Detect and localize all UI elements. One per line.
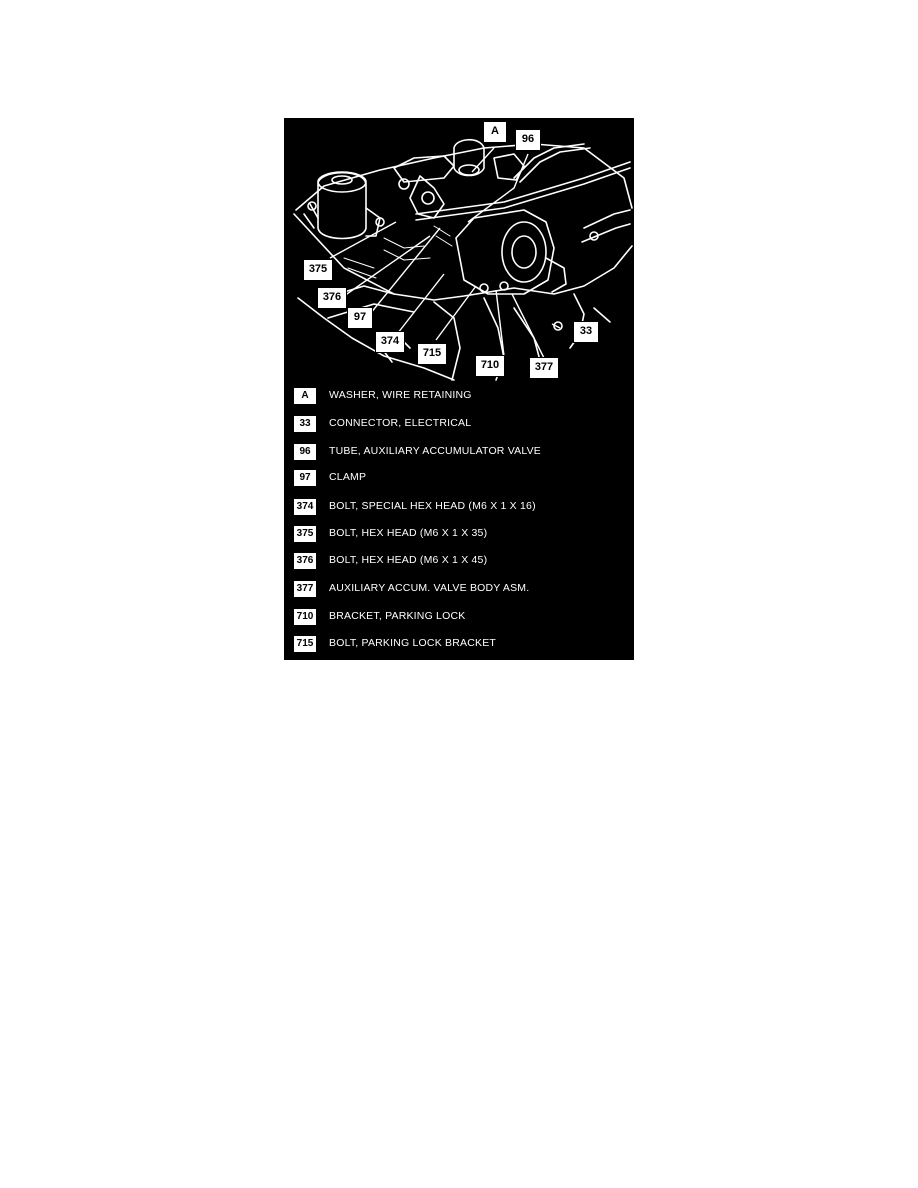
legend-text: BOLT, HEX HEAD (M6 X 1 X 45) (329, 554, 488, 566)
legend-text: TUBE, AUXILIARY ACCUMULATOR VALVE (329, 445, 542, 457)
legend-code: 376 (292, 551, 318, 571)
legend-code: 375 (292, 524, 318, 544)
legend-row: 375 BOLT, HEX HEAD (M6 X 1 X 35) (292, 524, 632, 548)
legend-code: 96 (292, 442, 318, 462)
legend-row: 715 BOLT, PARKING LOCK BRACKET (292, 634, 632, 658)
legend-text: CLAMP (329, 471, 367, 483)
callout-33: 33 (573, 321, 599, 343)
callout-96: 96 (515, 129, 541, 151)
legend-row: 96 TUBE, AUXILIARY ACCUMULATOR VALVE (292, 442, 632, 466)
transmission-line-art (293, 138, 633, 381)
leader-line-377 (511, 293, 545, 359)
legend-code: 710 (292, 607, 318, 627)
callout-715: 715 (417, 343, 447, 365)
auxiliary-tube (415, 161, 631, 215)
leader-line-710 (495, 289, 505, 357)
legend-text: BOLT, SPECIAL HEX HEAD (M6 X 1 X 16) (329, 500, 536, 512)
legend-code: 97 (292, 468, 318, 488)
legend-text: BRACKET, PARKING LOCK (329, 610, 466, 622)
legend-row: 97 CLAMP (292, 468, 632, 492)
legend-code: 377 (292, 579, 318, 599)
legend-text: CONNECTOR, ELECTRICAL (329, 417, 472, 429)
legend-code: 715 (292, 634, 318, 654)
leader-line-375 (329, 221, 397, 259)
leader-line-715 (435, 285, 477, 341)
legend-text: BOLT, HEX HEAD (M6 X 1 X 35) (329, 527, 488, 539)
legend-text: AUXILIARY ACCUM. VALVE BODY ASM. (329, 582, 530, 594)
leader-line-33 (551, 323, 561, 329)
leader-line-97 (369, 227, 441, 315)
legend-row: 33 CONNECTOR, ELECTRICAL (292, 414, 632, 438)
legend-row: A WASHER, WIRE RETAINING (292, 386, 632, 410)
leader-line-374 (393, 273, 445, 339)
legend-code: 374 (292, 497, 318, 517)
legend-code: 33 (292, 414, 318, 434)
callout-375: 375 (303, 259, 333, 281)
legend-row: 376 BOLT, HEX HEAD (M6 X 1 X 45) (292, 551, 632, 575)
callout-97: 97 (347, 307, 373, 329)
legend-text: WASHER, WIRE RETAINING (329, 389, 472, 401)
callout-377: 377 (529, 357, 559, 379)
accumulator-cylinder (317, 172, 367, 240)
leader-line-376 (343, 235, 431, 297)
legend-row: 374 BOLT, SPECIAL HEX HEAD (M6 X 1 X 16) (292, 497, 632, 521)
legend-code: A (292, 386, 318, 406)
legend-row: 710 BRACKET, PARKING LOCK (292, 607, 632, 631)
leader-line-96 (467, 153, 529, 223)
leader-line-A (471, 147, 495, 173)
legend-row: 377 AUXILIARY ACCUM. VALVE BODY ASM. (292, 579, 632, 603)
callout-710: 710 (475, 355, 505, 377)
callout-A: A (483, 121, 507, 143)
callout-376: 376 (317, 287, 347, 309)
legend-text: BOLT, PARKING LOCK BRACKET (329, 637, 497, 649)
callout-374: 374 (375, 331, 405, 353)
exploded-view-figure: A 96 375 376 97 374 715 710 377 33 A WAS… (284, 118, 634, 660)
